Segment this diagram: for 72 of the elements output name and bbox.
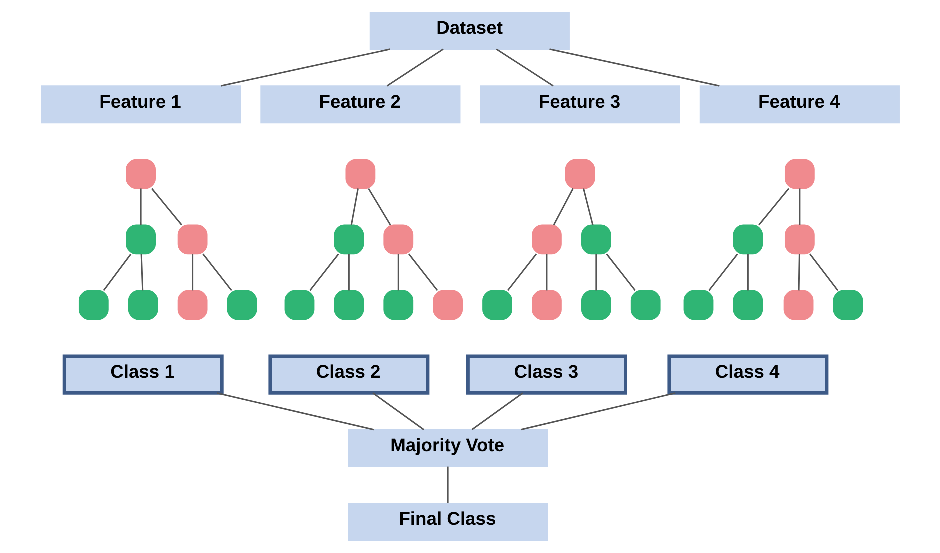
connector <box>798 254 800 291</box>
connector <box>216 392 374 431</box>
connector <box>140 254 144 291</box>
node-box: Feature 2 <box>260 86 460 124</box>
node-box <box>580 224 611 255</box>
connector <box>192 254 194 291</box>
node-box <box>126 159 156 190</box>
connector <box>446 466 448 504</box>
node-box <box>78 290 108 320</box>
node-box <box>832 290 863 320</box>
connector <box>746 254 748 291</box>
node-box <box>630 290 660 320</box>
node-box <box>580 290 611 320</box>
node-box <box>432 290 463 320</box>
connector <box>552 188 574 226</box>
node-box <box>732 290 763 320</box>
connector <box>471 392 523 431</box>
node-box: Class 2 <box>268 354 430 395</box>
node-box <box>732 224 763 255</box>
node-box: Final Class <box>348 503 548 541</box>
connector <box>150 188 182 226</box>
node-box: Feature 3 <box>480 86 680 124</box>
connector <box>798 188 800 226</box>
node-box <box>383 224 414 255</box>
connector <box>809 254 838 292</box>
node-box: Dataset <box>369 12 570 50</box>
connector <box>408 254 438 292</box>
connector <box>708 254 738 292</box>
node-box <box>532 290 562 320</box>
node-box: Class 3 <box>466 354 627 395</box>
node-box: Class 4 <box>667 354 828 395</box>
connector <box>102 254 132 292</box>
connector <box>582 188 594 226</box>
connector <box>397 254 399 291</box>
node-box <box>284 290 314 320</box>
connector <box>386 48 444 87</box>
node-box <box>383 290 414 320</box>
connector <box>546 254 548 291</box>
node-box <box>334 290 364 320</box>
connector <box>372 392 424 431</box>
connector <box>520 392 676 431</box>
node-box <box>784 159 814 190</box>
node-box <box>126 224 156 255</box>
node-box <box>334 224 364 255</box>
connector <box>368 188 391 226</box>
node-box <box>784 224 814 255</box>
connector <box>496 48 554 87</box>
connector <box>506 254 537 292</box>
connector <box>348 254 350 291</box>
node-box <box>564 159 595 190</box>
node-box: Majority Vote <box>348 429 548 468</box>
connector <box>140 188 142 226</box>
node-box: Feature 1 <box>40 86 241 124</box>
node-box <box>177 290 208 320</box>
node-box: Feature 4 <box>699 86 900 124</box>
node-box <box>482 290 512 320</box>
node-box <box>532 224 562 255</box>
node-box <box>226 290 257 320</box>
connector <box>202 254 232 292</box>
node-box <box>783 290 814 320</box>
connector <box>220 48 390 87</box>
node-box <box>177 224 208 255</box>
connector <box>758 188 790 226</box>
connector <box>595 254 597 291</box>
connector <box>350 188 358 226</box>
node-box <box>683 290 714 320</box>
node-box: Class 1 <box>62 354 224 395</box>
node-box <box>345 159 376 190</box>
connector <box>606 254 636 292</box>
connector <box>309 254 339 292</box>
node-box <box>128 290 158 320</box>
connector <box>549 48 720 87</box>
